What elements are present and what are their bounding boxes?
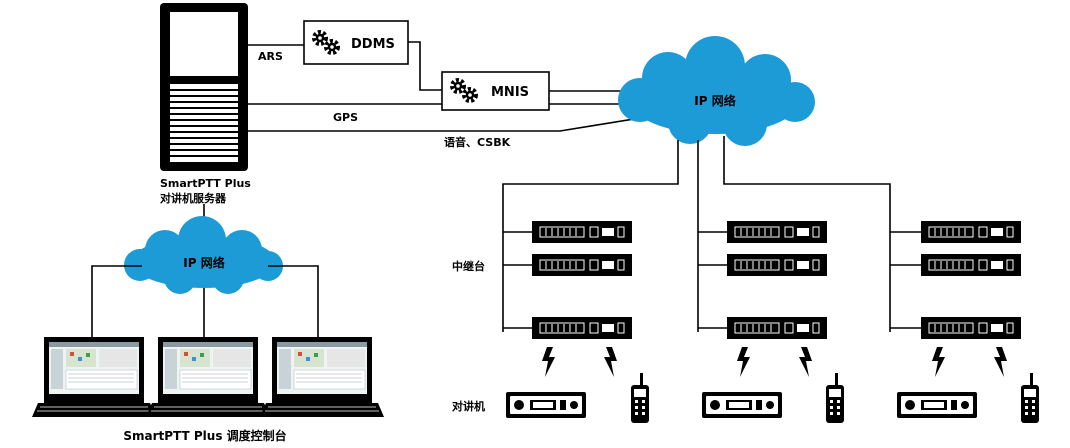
repeater-site-2 <box>726 220 828 340</box>
ddms-label: DDMS <box>351 37 395 52</box>
ddms-box: DDMS <box>303 20 409 65</box>
gps-label: GPS <box>333 111 358 124</box>
ip-network-label-main: IP 网络 <box>694 93 735 108</box>
mobile-radio-icon <box>506 392 586 418</box>
voice-csbk-label: 语音、CSBK <box>444 135 511 149</box>
repeater-site-3 <box>920 220 1022 340</box>
mobile-radio-icon <box>897 392 977 418</box>
repeater-trunks <box>502 136 921 332</box>
server-description-label: 对讲机服务器 <box>160 191 227 205</box>
laptop-console <box>31 336 157 418</box>
handheld-radio-icon <box>1021 373 1039 423</box>
lightning-bolt-icon <box>799 347 812 377</box>
lightning-bolt-icon <box>542 347 555 377</box>
repeater-site-1 <box>531 220 633 340</box>
repeater-unit <box>726 220 828 244</box>
server-links <box>203 41 641 232</box>
radios <box>506 373 1039 423</box>
consoles-label: SmartPTT Plus 调度控制台 <box>123 428 286 443</box>
server-tower <box>160 3 248 171</box>
repeater-label: 中继台 <box>452 259 485 273</box>
lightning-bolt-icon <box>932 347 945 377</box>
mobile-radio-icon <box>702 392 782 418</box>
repeater-unit <box>726 316 828 340</box>
ip-network-label-local: IP 网络 <box>183 255 224 270</box>
ars-label: ARS <box>258 50 283 63</box>
console-links <box>91 265 319 337</box>
repeater-unit <box>531 253 633 277</box>
dispatch-consoles <box>31 336 385 418</box>
handheld-radio-icon <box>826 373 844 423</box>
server-name-label: SmartPTT Plus <box>160 177 251 190</box>
repeater-unit <box>920 220 1022 244</box>
repeater-unit <box>531 316 633 340</box>
lightning-bolt-icon <box>994 347 1007 377</box>
mnis-label: MNIS <box>491 85 529 100</box>
ip-network-cloud-main: IP 网络 <box>618 36 815 146</box>
ip-network-cloud-local: IP 网络 <box>124 216 283 294</box>
repeater-unit <box>920 253 1022 277</box>
lightning-bolt-icons <box>542 347 1007 377</box>
lightning-bolt-icon <box>737 347 750 377</box>
repeater-unit <box>531 220 633 244</box>
lightning-bolt-icon <box>604 347 617 377</box>
mnis-box: MNIS <box>441 71 550 111</box>
repeater-unit <box>920 316 1022 340</box>
laptop-console <box>145 336 271 418</box>
laptop-console <box>259 336 385 418</box>
handheld-radio-icon <box>631 373 649 423</box>
repeater-unit <box>726 253 828 277</box>
radio-label: 对讲机 <box>452 399 485 413</box>
